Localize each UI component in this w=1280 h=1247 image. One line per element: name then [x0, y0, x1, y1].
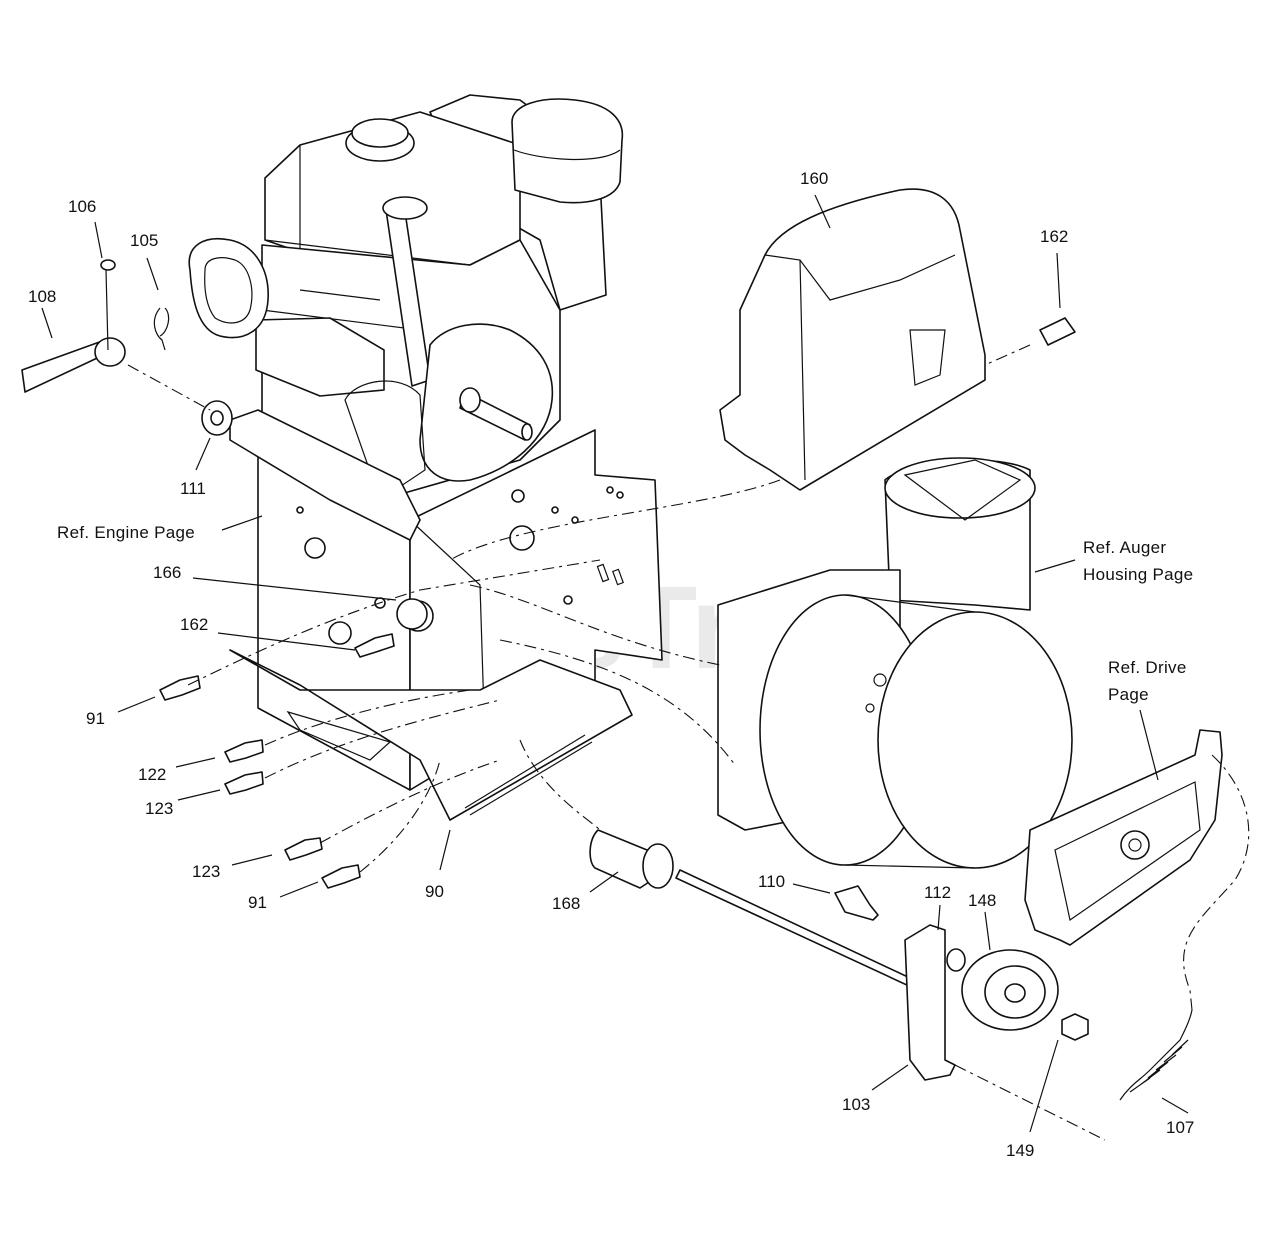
reference-labels: Ref. Engine Page Ref. Auger Housing Page… [57, 523, 1193, 704]
auger-housing [717, 457, 1073, 869]
callout-107: 107 [1166, 1118, 1194, 1137]
bolt-91-a [159, 675, 201, 701]
callout-106: 106 [68, 197, 96, 216]
bolt-122 [224, 739, 264, 763]
callout-123-upper: 123 [145, 799, 173, 818]
callout-149: 149 [1006, 1141, 1034, 1160]
ref-drive-line2: Page [1108, 685, 1149, 704]
callout-166: 166 [153, 563, 181, 582]
ref-auger-housing-line2: Housing Page [1083, 565, 1193, 584]
bolt-162-b [354, 633, 395, 658]
callout-108: 108 [28, 287, 56, 306]
ref-drive-line1: Ref. Drive [1108, 658, 1187, 677]
ref-engine-page: Ref. Engine Page [57, 523, 195, 542]
assembly-lines [127, 344, 1250, 1141]
belt-cover [719, 188, 986, 491]
callout-112: 112 [924, 883, 951, 902]
callout-91-upper: 91 [86, 709, 105, 728]
callout-168: 168 [552, 894, 580, 913]
callout-105: 105 [130, 231, 158, 250]
callout-162-top: 162 [1040, 227, 1068, 246]
drive-bracket [1024, 729, 1223, 946]
callout-160: 160 [800, 169, 828, 188]
callout-162-frame: 162 [180, 615, 208, 634]
callout-90: 90 [425, 882, 444, 901]
bolt-91-b [321, 864, 361, 889]
engine-assembly [188, 94, 624, 501]
callout-148: 148 [968, 891, 996, 910]
small-parts [21, 259, 1076, 889]
callout-123-lower: 123 [192, 862, 220, 881]
ref-auger-housing-line1: Ref. Auger [1083, 538, 1166, 557]
frame-assembly [229, 409, 663, 821]
idler-assembly [589, 829, 1193, 1101]
bolt-123-b [284, 837, 323, 861]
callout-110: 110 [758, 872, 785, 891]
callout-111: 111 [180, 479, 206, 498]
bolt-123-a [224, 771, 264, 795]
callout-103: 103 [842, 1095, 870, 1114]
callout-labels: 106 105 108 111 160 162 166 162 91 122 1… [28, 169, 1194, 1160]
leader-lines [41, 194, 1189, 1133]
callout-91-lower: 91 [248, 893, 267, 912]
callout-122: 122 [138, 765, 166, 784]
